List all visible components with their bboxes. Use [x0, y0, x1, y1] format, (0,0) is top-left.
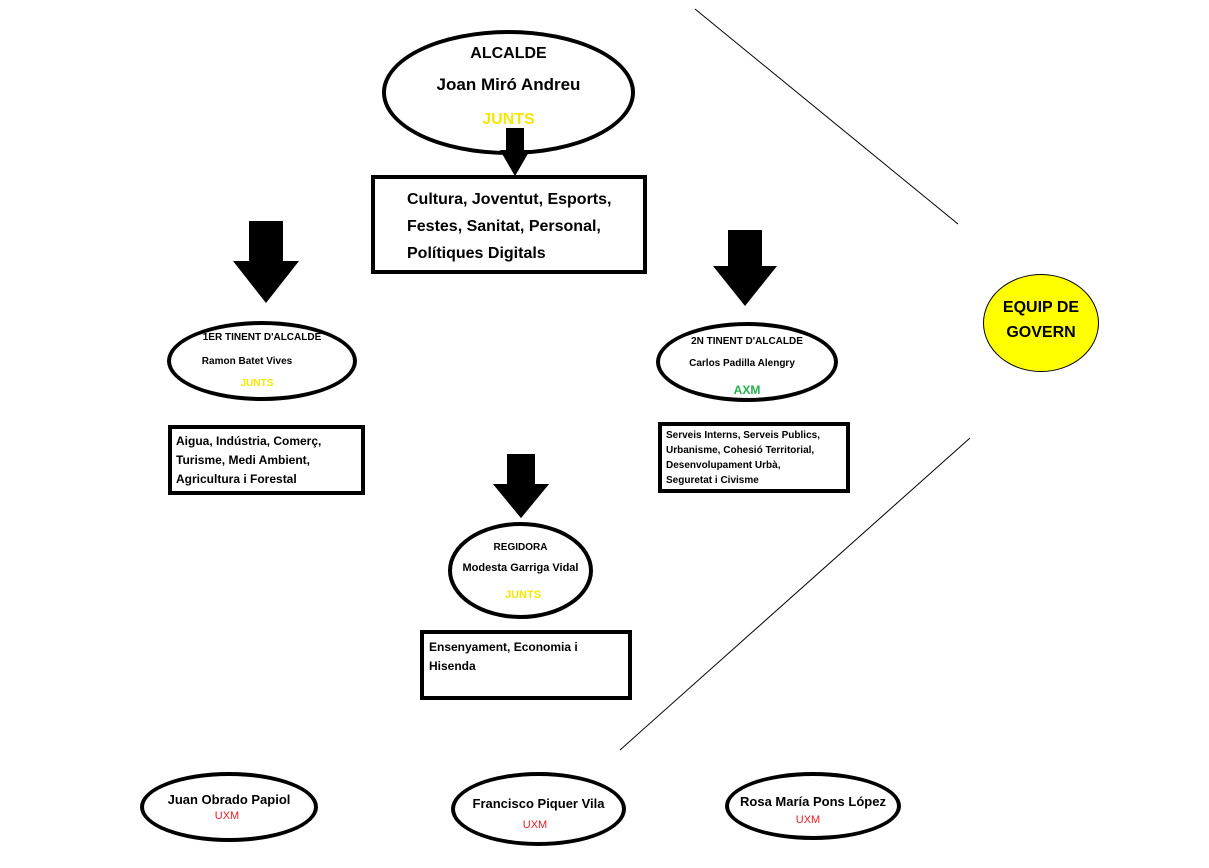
second-deputy-departments: Serveis Interns, Serveis Publics, Urbani…: [666, 428, 820, 488]
equip-label-line: GOVERN: [1006, 324, 1076, 341]
arrow-down-icon: [500, 128, 530, 176]
first-deputy-name: Ramon Batet Vives: [201, 356, 293, 367]
department-line: Desenvolupament Urbà,: [666, 460, 781, 471]
equip-de-govern-badge: [983, 274, 1099, 372]
equip-de-govern-label: EQUIP DE GOVERN: [983, 295, 1099, 345]
department-line: Hisenda: [429, 659, 476, 673]
second-deputy-role: 2N TINENT D'ALCALDE: [691, 336, 803, 347]
second-deputy-party: AXM: [733, 383, 761, 397]
councillor-name: Modesta Garriga Vidal: [462, 562, 579, 574]
bracket-line-bottom: [619, 437, 971, 751]
opposition-party: UXM: [522, 819, 548, 831]
opposition-node: [451, 772, 626, 846]
department-line: Aigua, Indústria, Comerç,: [176, 434, 322, 448]
mayor-departments-box: [371, 175, 647, 274]
department-line: Cultura, Joventut, Esports,: [407, 191, 612, 208]
councillor-role: REGIDORA: [493, 542, 548, 553]
opposition-name: Francisco Piquer Vila: [472, 796, 605, 811]
first-deputy-departments: Aigua, Indústria, Comerç, Turisme, Medi …: [176, 432, 321, 489]
mayor-party: JUNTS: [482, 111, 535, 128]
opposition-party: UXM: [795, 814, 821, 826]
opposition-node: [725, 772, 901, 840]
equip-label-line: EQUIP DE: [1002, 299, 1080, 316]
first-deputy-departments-box: [168, 425, 365, 495]
second-deputy-name: Carlos Padilla Alengry: [689, 358, 795, 369]
second-deputy-node: [656, 322, 838, 402]
department-line: Turisme, Medi Ambient,: [176, 453, 311, 467]
department-line: Polítiques Digitals: [407, 245, 546, 262]
arrow-down-icon: [233, 221, 299, 303]
department-line: Ensenyament, Economia i: [429, 640, 578, 654]
mayor-name: Joan Miró Andreu: [436, 75, 581, 94]
first-deputy-node: [167, 321, 357, 401]
councillor-party: JUNTS: [504, 589, 542, 601]
department-line: Festes, Sanitat, Personal,: [407, 218, 601, 235]
councillor-departments: Ensenyament, Economia i Hisenda: [429, 638, 578, 676]
department-line: Seguretat i Civisme: [666, 475, 759, 486]
mayor-role: ALCALDE: [470, 45, 547, 62]
opposition-name: Rosa María Pons López: [740, 794, 886, 809]
mayor-departments: Cultura, Joventut, Esports, Festes, Sani…: [407, 186, 611, 267]
department-line: Serveis Interns, Serveis Publics,: [666, 430, 820, 441]
first-deputy-party: JUNTS: [240, 378, 274, 389]
opposition-party: UXM: [214, 810, 240, 822]
councillor-node: [448, 522, 593, 619]
department-line: Urbanisme, Cohesió Territorial,: [666, 445, 815, 456]
councillor-departments-box: [420, 630, 632, 700]
department-line: Agricultura i Forestal: [176, 472, 297, 486]
bracket-line-top: [694, 8, 959, 225]
opposition-node: [140, 772, 318, 842]
opposition-name: Juan Obrado Papiol: [167, 792, 291, 807]
arrow-down-icon: [493, 454, 549, 518]
arrow-down-icon: [713, 230, 777, 306]
first-deputy-role: 1ER TINENT D'ALCALDE: [202, 332, 322, 343]
second-deputy-departments-box: [658, 422, 850, 493]
